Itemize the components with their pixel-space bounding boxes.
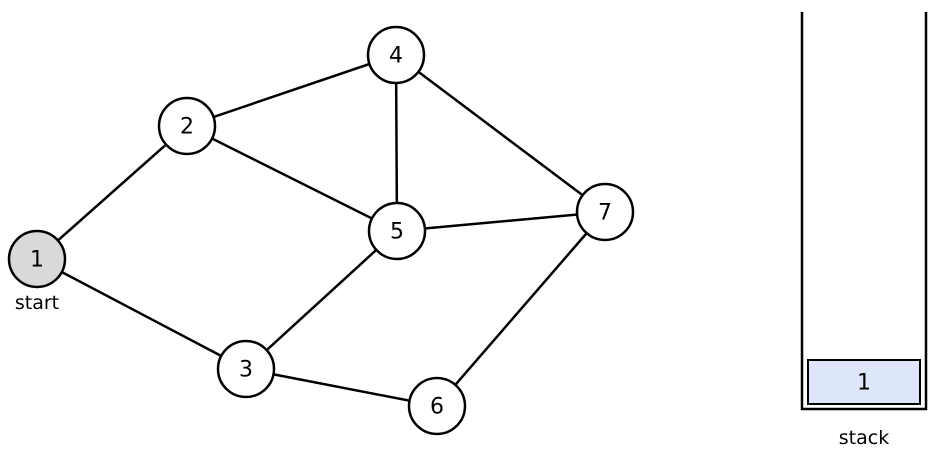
edge-2-5	[186, 124, 398, 233]
node-circle	[575, 182, 635, 242]
edge-3-6	[245, 367, 438, 408]
edge-6-7	[436, 211, 606, 407]
stack-item-label: 1	[857, 371, 871, 396]
node-label: 3	[239, 358, 253, 383]
node-6: 6	[407, 376, 467, 436]
node-label: 5	[390, 220, 404, 245]
node-7: 7	[575, 182, 635, 242]
edge-4-5	[394, 54, 399, 232]
stack-container: 1	[800, 12, 928, 411]
node-label: 2	[180, 115, 194, 140]
stack-items: 1	[807, 359, 921, 405]
node-circle	[367, 201, 427, 261]
node-label: 4	[389, 44, 403, 69]
node-label: 6	[430, 395, 444, 420]
node-1: 1	[7, 229, 67, 289]
node-5: 5	[367, 201, 427, 261]
graph-nodes: 1 2 3 4 5 6 7	[7, 25, 635, 436]
node-circle	[7, 229, 67, 289]
stack-item: 1	[807, 359, 921, 405]
node-3: 3	[216, 339, 276, 399]
start-label: start	[15, 292, 59, 314]
edge-2-4	[186, 53, 397, 128]
node-circle	[216, 339, 276, 399]
node-label: 1	[30, 248, 44, 273]
edge-4-7	[395, 54, 606, 213]
node-2: 2	[157, 96, 217, 156]
stack-item-box	[807, 359, 921, 405]
stack-caption: stack	[839, 427, 889, 449]
node-circle	[157, 96, 217, 156]
node-label: 7	[598, 201, 612, 226]
edge-5-7	[396, 210, 606, 233]
edge-3-5	[245, 230, 398, 370]
stack-walls	[800, 12, 928, 411]
node-4: 4	[366, 25, 426, 85]
node-circle	[366, 25, 426, 85]
edge-1-3	[36, 257, 247, 371]
node-circle	[407, 376, 467, 436]
graph-edges	[36, 53, 606, 408]
edge-1-2	[36, 125, 188, 260]
